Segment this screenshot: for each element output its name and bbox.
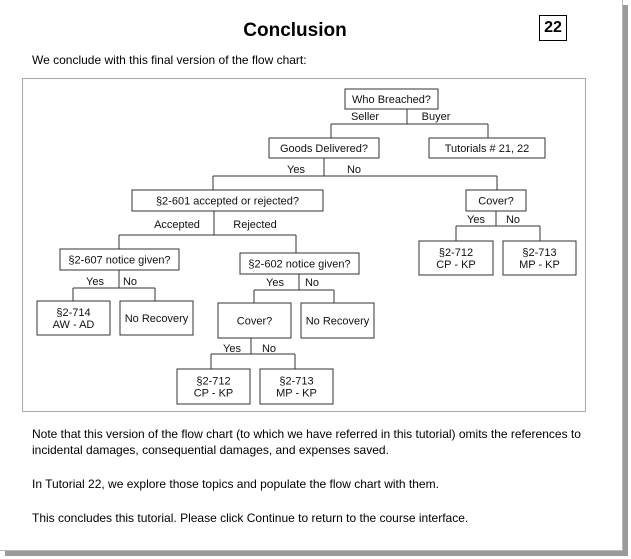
- branch-label-no: No: [506, 214, 520, 226]
- node-box: [259, 368, 334, 405]
- intro-text: We conclude with this final version of t…: [32, 53, 307, 67]
- branch-label-yes: Yes: [287, 164, 305, 176]
- node-label: §2-712: [439, 247, 473, 259]
- branch-label-no: No: [305, 277, 319, 289]
- node-no-recovery-2: No Recovery: [300, 302, 375, 339]
- node-label: §2-713: [522, 247, 556, 259]
- node-goods-delivered: Goods Delivered?: [268, 137, 380, 159]
- node-who-breached: Who Breached?: [344, 88, 439, 110]
- node-box: [502, 240, 577, 276]
- note-paragraph: Note that this version of the flow chart…: [32, 427, 581, 457]
- node-box: [465, 189, 527, 212]
- page-title: Conclusion: [243, 20, 347, 41]
- node-box: [217, 302, 292, 339]
- node-box: [131, 189, 324, 212]
- node-box: [36, 300, 111, 336]
- node-label: §2-607 notice given?: [68, 255, 170, 267]
- node-box: [268, 137, 380, 159]
- node-box: [344, 88, 439, 110]
- node-label: Tutorials # 21, 22: [445, 143, 530, 155]
- slide-frame: Conclusion 22 We conclude with this fina…: [0, 0, 623, 551]
- node-box: [428, 137, 546, 159]
- node-label: No Recovery: [306, 316, 370, 328]
- node-box: [119, 300, 194, 336]
- node-box: [300, 302, 375, 339]
- node-label: §2-712: [196, 376, 230, 388]
- node-label: §2-602 notice given?: [248, 259, 350, 271]
- node-label: §2-714: [56, 307, 90, 319]
- node-label: Cover?: [478, 196, 513, 208]
- node-s2602: §2-602 notice given?: [239, 252, 360, 275]
- closing-paragraph: This concludes this tutorial. Please cli…: [32, 511, 469, 525]
- node-box: [59, 248, 180, 271]
- node-s2601: §2-601 accepted or rejected?: [131, 189, 324, 212]
- node-label: Goods Delivered?: [280, 143, 368, 155]
- branch-label-buyer: Buyer: [422, 111, 451, 123]
- node-box: [176, 368, 251, 405]
- branch-label-yes: Yes: [223, 343, 241, 355]
- branch-label-accepted: Accepted: [154, 219, 200, 231]
- branch-label-yes: Yes: [266, 277, 284, 289]
- branch-label-yes: Yes: [467, 214, 485, 226]
- branch-label-yes: Yes: [86, 276, 104, 288]
- branch-label-seller: Seller: [351, 111, 379, 123]
- page-number-badge: 22: [539, 15, 567, 41]
- node-label: CP - KP: [194, 388, 234, 400]
- node-label: No Recovery: [125, 313, 189, 325]
- node-no-recovery-1: No Recovery: [119, 300, 194, 336]
- node-cover-right: Cover?: [465, 189, 527, 212]
- node-tutorials: Tutorials # 21, 22: [428, 137, 546, 159]
- node-label: AW - AD: [53, 319, 95, 331]
- branch-label-no: No: [123, 276, 137, 288]
- node-label: Who Breached?: [352, 94, 431, 106]
- branch-label-no: No: [262, 343, 276, 355]
- node-cover-mid: Cover?: [217, 302, 292, 339]
- node-label: CP - KP: [436, 259, 476, 271]
- branch-label-rejected: Rejected: [233, 219, 276, 231]
- tutorial-22-paragraph: In Tutorial 22, we explore those topics …: [32, 477, 439, 491]
- node-s2607: §2-607 notice given?: [59, 248, 180, 271]
- branch-label-no: No: [347, 164, 361, 176]
- node-label: MP - KP: [519, 259, 560, 271]
- node-label: §2-601 accepted or rejected?: [156, 196, 299, 208]
- node-label: Cover?: [237, 316, 272, 328]
- node-label: MP - KP: [276, 388, 317, 400]
- node-box: [418, 240, 494, 276]
- node-box: [239, 252, 360, 275]
- node-label: §2-713: [279, 376, 313, 388]
